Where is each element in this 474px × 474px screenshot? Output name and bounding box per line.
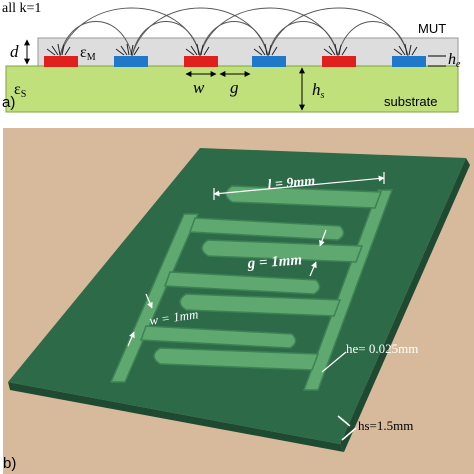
he-dimension-label: he= 0.025mm: [346, 341, 418, 356]
board-side-edge: [340, 158, 470, 452]
electrodes: [44, 56, 426, 67]
left-finger-1: [188, 217, 345, 241]
eps-s-subscript: S: [21, 89, 27, 100]
hs-subscript: s: [321, 90, 325, 101]
panel-b-label: b): [3, 455, 16, 472]
electrode-red: [44, 56, 78, 67]
left-finger-3: [139, 325, 297, 349]
hs-dimension-label: hs=1.5mm: [358, 418, 413, 433]
left-finger-2: [163, 271, 321, 295]
electrode-blue: [252, 56, 286, 67]
eps-m-label: εM: [80, 44, 96, 63]
electrode-blue: [392, 56, 426, 67]
eps-s-symbol: ε: [14, 81, 21, 98]
substrate-label: substrate: [384, 94, 437, 109]
right-finger-4: [153, 347, 320, 371]
g-label: g: [230, 78, 239, 97]
w-dimension-label: w = 1mm: [148, 306, 199, 328]
hs-symbol: h: [312, 80, 321, 99]
g-arrow-upper: [319, 229, 327, 247]
l-dimension-arrow: [213, 175, 385, 197]
eps-m-subscript: M: [87, 52, 96, 63]
l-label: l = 9mm: [267, 174, 316, 193]
he-label: he: [448, 51, 461, 70]
he-leader-line: [321, 351, 347, 373]
panel-b: l = 9mm g = 1mm w = 1mm he= 0.025mm hs=1…: [3, 128, 474, 474]
right-finger-3: [179, 293, 342, 317]
w-arrow-upper: [145, 293, 153, 309]
w-label: w: [193, 78, 205, 97]
g-dimension-label: g = 1mm: [246, 252, 302, 272]
eps-s-label: εS: [14, 81, 26, 100]
left-comb: [109, 213, 200, 383]
hs-marker-1: [337, 415, 351, 427]
electrode-blue: [114, 56, 148, 67]
corner-text: all k=1: [2, 1, 41, 16]
mut-layer: [37, 37, 459, 67]
electrode-pattern: [109, 185, 394, 391]
hs-label: hs: [312, 80, 325, 101]
he-symbol: h: [448, 51, 456, 68]
w-arrow-lower: [127, 331, 135, 347]
board-front-edge: [8, 382, 344, 452]
field-lines: [59, 7, 409, 57]
electrode-red: [322, 56, 356, 67]
eps-m-symbol: ε: [80, 44, 87, 61]
right-comb: [302, 189, 394, 391]
d-label: d: [10, 42, 19, 61]
hs-marker-2: [341, 427, 357, 441]
field-arrow-bursts: [46, 43, 418, 56]
panel-a-label: a): [2, 94, 15, 111]
g-arrow-lower: [309, 261, 317, 277]
he-subscript: e: [456, 59, 461, 70]
panel-a: all k=1: [2, 1, 461, 113]
mut-label: MUT: [418, 21, 446, 36]
electrode-red: [184, 56, 218, 67]
